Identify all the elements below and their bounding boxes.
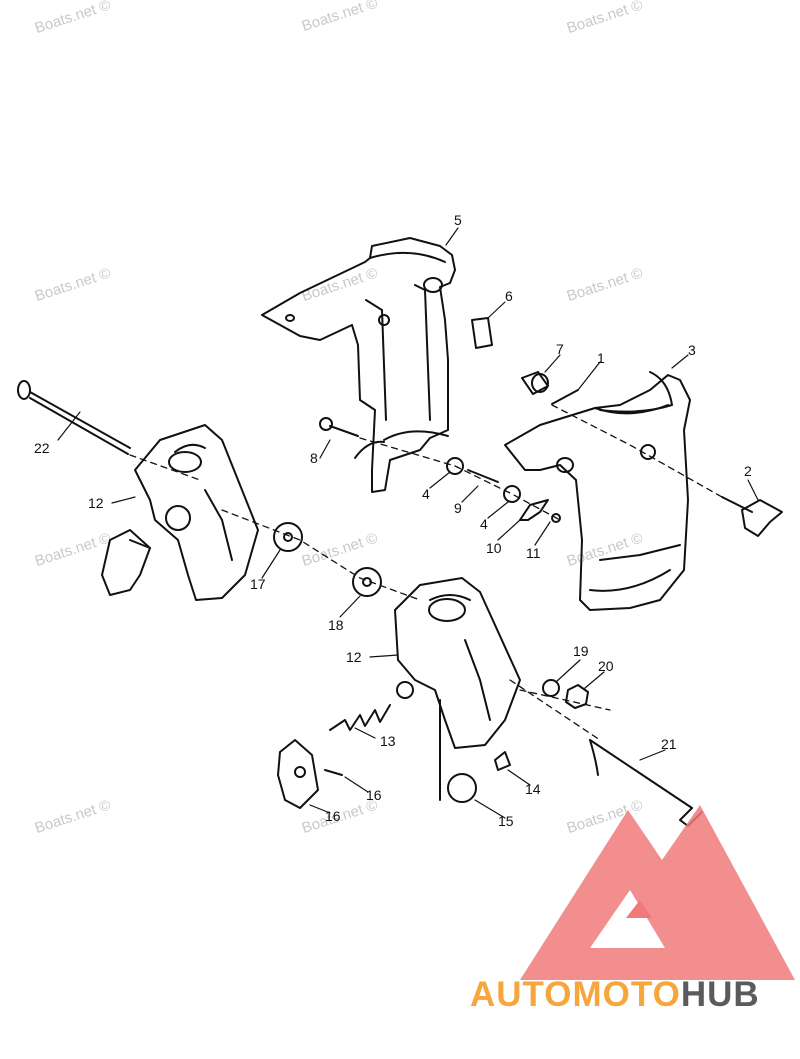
logo-text-part2: HUB <box>680 975 760 1014</box>
part-swivel-housing <box>504 371 691 611</box>
callout-label: 12 <box>346 649 362 665</box>
callout-label: 4 <box>422 486 430 502</box>
callout-label: 22 <box>34 440 50 456</box>
part-pad-15 <box>447 773 477 803</box>
part-thumb-screw <box>721 496 783 537</box>
callout-label: 21 <box>661 736 677 752</box>
part-pad <box>471 317 493 349</box>
part-screw-11 <box>551 513 561 523</box>
part-bushing-4a <box>446 457 464 475</box>
part-bolt-8 <box>319 417 359 437</box>
part-bushing-4b <box>503 485 521 503</box>
part-pin-21 <box>324 769 343 776</box>
part-lever-10 <box>519 499 549 521</box>
callout-label: 6 <box>505 288 513 304</box>
part-washer-17 <box>542 679 560 697</box>
part-pin <box>551 389 579 405</box>
part-spring-13 <box>329 704 391 731</box>
part-washer-16b <box>352 567 382 597</box>
automotohub-logo-text: AUTOMOTOHUB <box>470 975 760 1015</box>
part-swivel-bracket <box>261 237 456 493</box>
part-nut-18 <box>565 684 589 709</box>
callout-label: 4 <box>480 516 488 532</box>
logo-text-part1: AUTOMOTO <box>470 975 681 1014</box>
callout-label: 16 <box>366 787 382 803</box>
automotohub-logo-mark <box>520 805 795 980</box>
callout-label: 1 <box>597 350 605 366</box>
callout-label: 20 <box>598 658 614 674</box>
callout-label: 12 <box>88 495 104 511</box>
callout-label: 17 <box>250 576 266 592</box>
callout-label: 3 <box>688 342 696 358</box>
part-washer-16a <box>273 522 303 552</box>
callout-label: 19 <box>573 643 589 659</box>
callout-label: 2 <box>744 463 752 479</box>
part-bolt-22 <box>17 380 131 455</box>
part-clamp-bracket-lower <box>394 577 521 801</box>
part-screw-14 <box>494 751 511 771</box>
callout-label: 14 <box>525 781 541 797</box>
part-lever-20 <box>277 739 319 809</box>
callout-label: 15 <box>498 813 514 829</box>
callout-label: 18 <box>328 617 344 633</box>
part-clamp-bracket-upper <box>101 424 259 601</box>
callout-label: 5 <box>454 212 462 228</box>
callout-label: 8 <box>310 450 318 466</box>
callout-label: 13 <box>380 733 396 749</box>
part-rod-19 <box>589 739 703 827</box>
part-bushing <box>521 371 549 395</box>
callout-label: 7 <box>556 341 564 357</box>
callout-label: 10 <box>486 540 502 556</box>
callout-label: 16 <box>325 808 341 824</box>
part-pin-9 <box>467 469 499 483</box>
callout-label: 11 <box>526 545 541 561</box>
callout-label: 9 <box>454 500 462 516</box>
